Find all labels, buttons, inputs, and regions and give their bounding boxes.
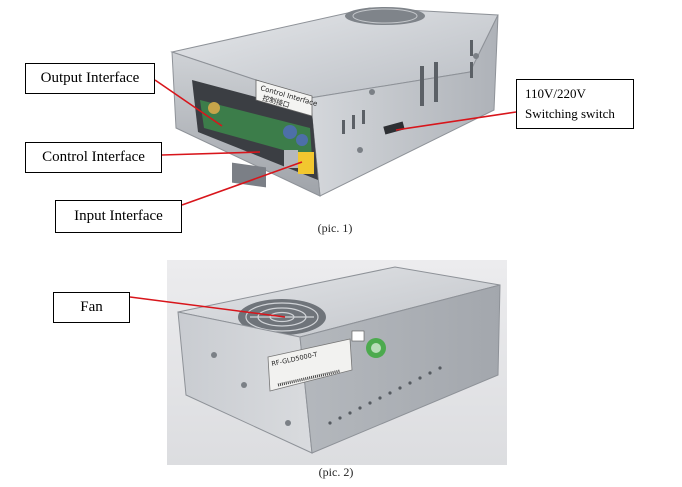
leader-line-output bbox=[154, 79, 223, 127]
power-supply-photo-2: RF-GLD5000-T bbox=[129, 260, 507, 465]
label-switching-switch: 110V/220V Switching switch bbox=[516, 79, 634, 129]
label-input-interface: Input Interface bbox=[55, 200, 182, 233]
caption-pic-2: (pic. 2) bbox=[318, 465, 354, 479]
figure-2: RF-GLD5000-T Fan (pic. 2) bbox=[0, 245, 682, 487]
leader-line-input bbox=[181, 161, 303, 206]
label-input-interface-text: Input Interface bbox=[74, 208, 163, 224]
leader-line-control bbox=[161, 151, 261, 156]
label-output-interface-text: Output Interface bbox=[40, 70, 140, 86]
caption-pic-1: (pic. 1) bbox=[317, 221, 353, 235]
label-switch-line1: 110V/220V bbox=[525, 86, 586, 101]
label-output-interface: Output Interface bbox=[25, 63, 155, 94]
label-fan-text: Fan bbox=[80, 299, 103, 315]
label-control-interface-text: Control Interface bbox=[42, 149, 145, 165]
label-switch-line2: Switching switch bbox=[525, 106, 615, 121]
leader-line-switch bbox=[395, 111, 517, 131]
power-supply-photo-1: Control Interface 控制接口 bbox=[154, 7, 517, 206]
figure-1: Control Interface 控制接口 Output Interface … bbox=[0, 0, 682, 240]
leader-line-fan bbox=[129, 296, 286, 318]
label-control-interface: Control Interface bbox=[25, 142, 162, 173]
label-fan: Fan bbox=[53, 292, 130, 323]
